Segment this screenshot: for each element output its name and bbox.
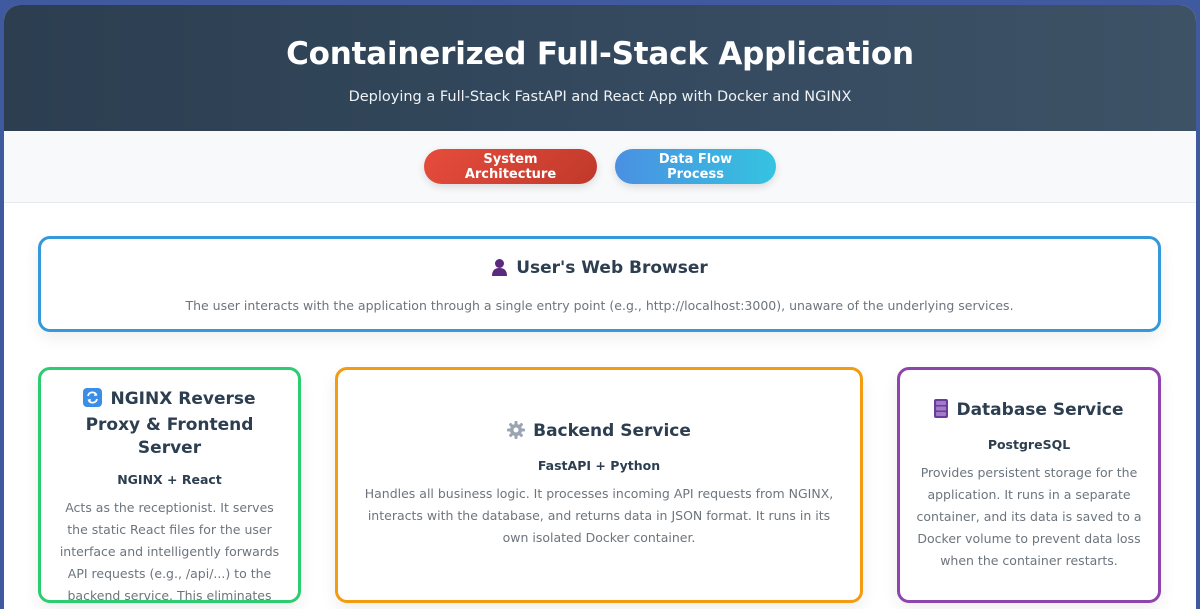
tab-bar: System Architecture Data Flow Process: [4, 131, 1196, 203]
browser-card-title: User's Web Browser: [41, 257, 1158, 283]
page-subtitle: Deploying a Full-Stack FastAPI and React…: [348, 89, 852, 105]
nginx-card: NGINX Reverse Proxy & Frontend Server NG…: [38, 367, 301, 603]
database-card-description: Provides persistent storage for the appl…: [916, 465, 1142, 568]
gear-icon: [507, 421, 526, 446]
backend-card-tech: FastAPI + Python: [537, 458, 661, 473]
tab-system-architecture[interactable]: System Architecture: [424, 149, 597, 184]
tab-data-flow-process[interactable]: Data Flow Process: [615, 149, 776, 184]
database-icon: [934, 399, 949, 425]
backend-card-title: Backend Service: [338, 420, 860, 446]
nginx-card-title: NGINX Reverse Proxy & Frontend Server: [41, 388, 298, 460]
nginx-card-description: Acts as the receptionist. It serves the …: [59, 500, 280, 603]
app-frame: Containerized Full-Stack Application Dep…: [4, 5, 1196, 609]
database-card-tech: PostgreSQL: [987, 437, 1071, 452]
browser-card-description: The user interacts with the application …: [185, 298, 1014, 313]
backend-card: Backend Service FastAPI + Python Handles…: [335, 367, 863, 603]
nginx-card-tech: NGINX + React: [117, 472, 222, 487]
refresh-icon: [83, 388, 103, 414]
page-header: Containerized Full-Stack Application Dep…: [4, 5, 1196, 131]
browser-card: User's Web Browser The user interacts wi…: [38, 236, 1161, 332]
database-card: Database Service PostgreSQL Provides per…: [897, 367, 1161, 603]
user-icon: [491, 258, 508, 283]
page-title: Containerized Full-Stack Application: [286, 36, 914, 72]
architecture-panel: User's Web Browser The user interacts wi…: [4, 203, 1196, 609]
backend-card-description: Handles all business logic. It processes…: [364, 486, 834, 545]
database-card-title: Database Service: [900, 399, 1158, 425]
